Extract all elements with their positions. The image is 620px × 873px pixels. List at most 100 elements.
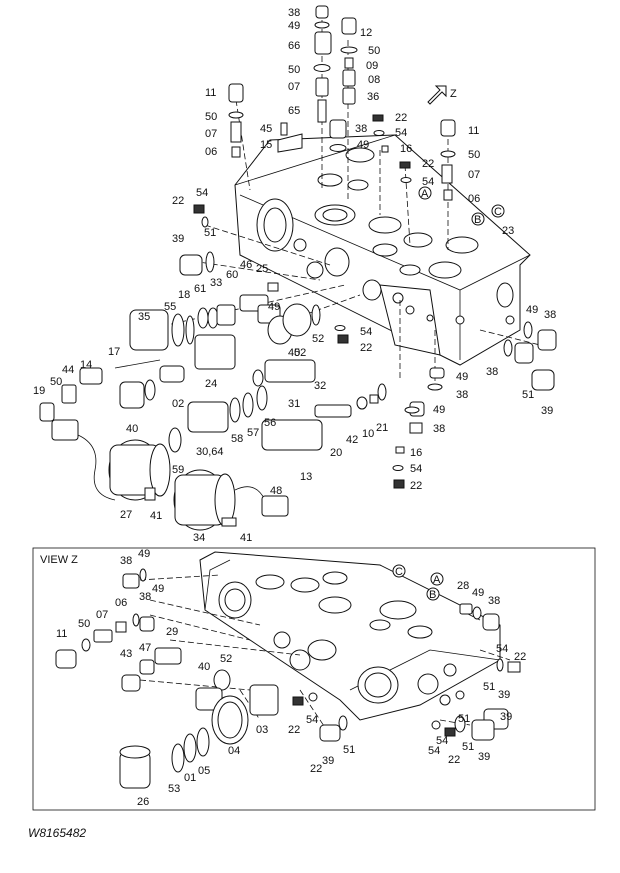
arrow-label: Z (450, 88, 457, 100)
part-label: 38 (355, 123, 367, 135)
part-label: 51 (522, 389, 534, 401)
part-label: 38 (433, 423, 445, 435)
part-label: 20 (330, 447, 342, 459)
part-label: 50 (50, 376, 62, 388)
part-label: 54 (395, 127, 407, 139)
part-label: 22 (172, 195, 184, 207)
part-label: 39 (322, 755, 334, 767)
part-label: 40 (198, 661, 210, 673)
ref-letter-c: C (494, 206, 502, 218)
part-label: 42 (346, 434, 358, 446)
part-label: 12 (360, 27, 372, 39)
part-label: 39 (172, 233, 184, 245)
part-label: 54 (436, 735, 448, 747)
part-label: 54 (410, 463, 422, 475)
part-label: 54 (422, 176, 434, 188)
part-label: 11 (468, 125, 479, 137)
part-label: 57 (247, 427, 259, 439)
part-label: 15 (260, 139, 272, 151)
view-z-arrow: Z (427, 85, 457, 105)
part-label: 19 (33, 385, 45, 397)
part-label: 22 (422, 158, 434, 170)
part-label: 54 (496, 643, 508, 655)
part-label: 04 (228, 745, 240, 757)
part-label: 58 (231, 433, 243, 445)
right-parts (334, 321, 557, 489)
part-label: 45 (260, 123, 272, 135)
part-label: 49 (152, 583, 164, 595)
part-label: 46 (240, 259, 252, 271)
part-label: 22 (310, 763, 322, 775)
part-label: 60 (226, 269, 238, 281)
part-label: 06 (205, 146, 217, 158)
main-exploded-view: Z A B C 38 49 12 66 50 09 50 08 07 36 11… (33, 5, 557, 544)
part-label: 17 (108, 346, 120, 358)
part-label: 36 (367, 91, 379, 103)
part-label: 54 (196, 187, 208, 199)
part-label: 66 (288, 40, 300, 52)
part-label: 01 (184, 772, 196, 784)
part-label: 43 (120, 648, 132, 660)
part-label: 33 (210, 277, 222, 289)
part-label: 44 (62, 364, 74, 376)
part-label: 48 (270, 485, 282, 497)
part-label: 10 (362, 428, 374, 440)
valve-body (234, 134, 531, 366)
part-label: 16 (400, 143, 412, 155)
ref-letter-b: B (474, 214, 481, 226)
main-part-labels: 38 49 12 66 50 09 50 08 07 36 11 65 22 5… (33, 7, 556, 544)
part-label: 38 (120, 555, 132, 567)
part-label: 40 (288, 347, 300, 359)
part-label: 51 (483, 681, 495, 693)
part-label: 41 (150, 510, 162, 522)
part-label: 31 (288, 398, 300, 410)
part-label: 54 (306, 714, 318, 726)
part-label: 51 (462, 741, 474, 753)
part-label: 30,64 (196, 446, 224, 458)
part-label: 22 (514, 651, 526, 663)
view-z-title: VIEW Z (40, 554, 78, 566)
part-label: 39 (478, 751, 490, 763)
part-label: 49 (456, 371, 468, 383)
part-label: 49 (472, 587, 484, 599)
part-label: 41 (240, 532, 252, 544)
part-label: 06 (468, 193, 480, 205)
part-label: 54 (428, 745, 440, 757)
part-label: 38 (139, 591, 151, 603)
part-label: 03 (256, 724, 268, 736)
part-label: 23 (502, 225, 514, 237)
part-label: 08 (368, 74, 380, 86)
part-label: 32 (314, 380, 326, 392)
part-label: 49 (288, 20, 300, 32)
ref-circles-view-z: C A B (392, 564, 444, 601)
part-label: 50 (205, 111, 217, 123)
part-label: 52 (220, 653, 232, 665)
part-label: 22 (410, 480, 422, 492)
view-z-panel: VIEW Z (32, 547, 596, 811)
part-label: 11 (205, 87, 216, 99)
part-label: 35 (138, 311, 150, 323)
part-label: 50 (78, 618, 90, 630)
view-z-part-labels: 38 49 38 49 28 49 38 50 07 06 11 43 47 2… (56, 548, 526, 808)
view-z-body (199, 551, 501, 721)
view-z-frame (32, 547, 596, 811)
part-label: 38 (544, 309, 556, 321)
part-label: 39 (500, 711, 512, 723)
part-label: 09 (366, 60, 378, 72)
view-z-assembly-lines (139, 574, 511, 736)
part-label: 07 (96, 609, 108, 621)
part-label: 05 (198, 765, 210, 777)
part-label: 50 (288, 64, 300, 76)
part-label: 39 (541, 405, 553, 417)
part-label: 39 (498, 689, 510, 701)
part-label: 34 (193, 532, 205, 544)
part-label: 11 (56, 628, 67, 640)
part-label: 51 (204, 227, 216, 239)
part-label: 50 (468, 149, 480, 161)
part-label: 29 (166, 626, 178, 638)
part-label: 13 (300, 471, 312, 483)
valve-sub-body (379, 284, 441, 356)
part-label: 22 (395, 112, 407, 124)
part-label: 27 (120, 509, 132, 521)
ref-letter-b: B (429, 589, 436, 601)
